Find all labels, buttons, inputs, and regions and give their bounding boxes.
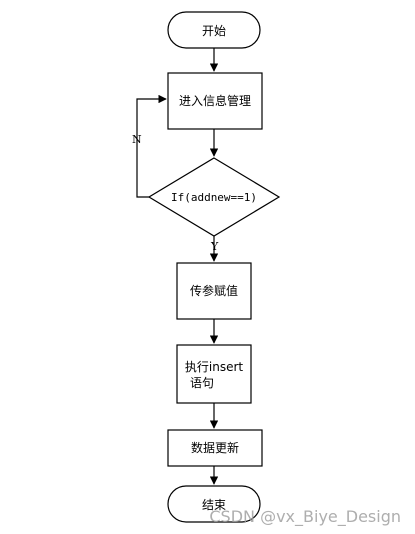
yes-label: Y — [210, 240, 219, 253]
end-terminator — [167, 485, 261, 523]
watermark: CSDN @vx_Biye_Design — [209, 507, 401, 526]
condition-label: If(addnew==1) — [171, 191, 257, 204]
no-label: N — [132, 133, 142, 146]
update-data-box — [167, 429, 263, 467]
end-label: 结束 — [202, 498, 226, 512]
exec-insert-label-2: 语句 — [190, 376, 214, 390]
exec-insert-box — [176, 344, 252, 404]
start-label: 开始 — [202, 24, 226, 38]
enter-info-label: 进入信息管理 — [179, 93, 251, 108]
enter-info-box — [167, 72, 263, 130]
exec-insert-label-1: 执行insert — [185, 360, 244, 374]
edge-no-loop — [136, 94, 167, 198]
assign-params-label: 传参赋值 — [190, 283, 238, 298]
update-data-label: 数据更新 — [191, 440, 239, 455]
assign-params-box — [176, 262, 252, 320]
